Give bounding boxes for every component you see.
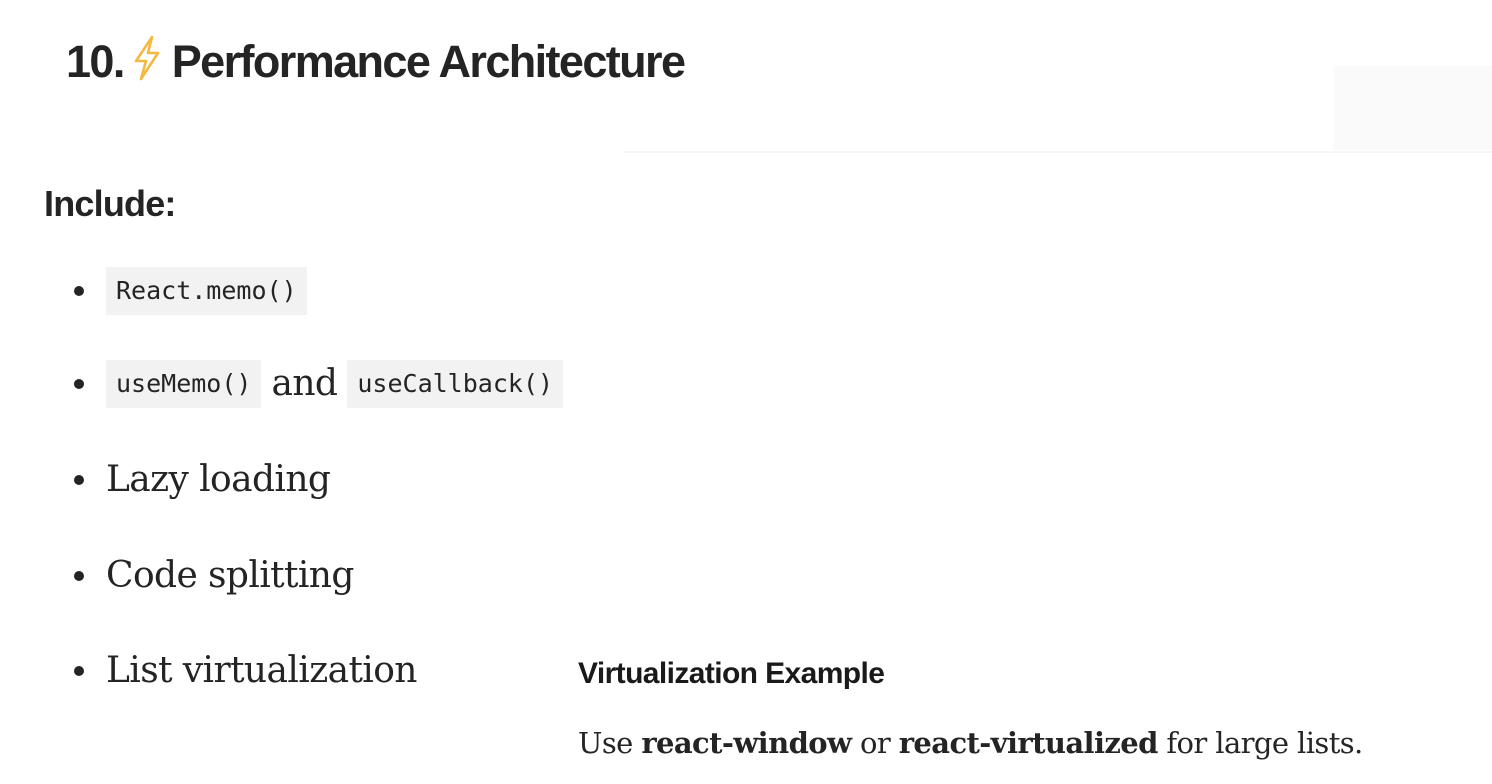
list-item: List virtualization xyxy=(74,643,417,699)
divider xyxy=(624,151,1492,153)
section-number: 10. xyxy=(66,36,125,87)
bullet xyxy=(74,379,84,389)
lightning-bolt-icon xyxy=(130,34,164,81)
list-item-text: Lazy loading xyxy=(106,459,331,500)
section-heading: 10. Performance Architecture xyxy=(66,30,686,94)
bullet xyxy=(74,571,84,581)
inline-code: useMemo() xyxy=(106,360,262,408)
library-name: react-virtualized xyxy=(898,726,1159,760)
example-middle: or xyxy=(851,726,899,760)
section-title: Performance Architecture xyxy=(171,36,686,87)
list-item-text: List virtualization xyxy=(106,650,417,691)
list-item: Lazy loading xyxy=(74,452,331,508)
list-item: useMemo() and useCallback() xyxy=(74,356,564,412)
list-item-text: Code splitting xyxy=(106,555,354,596)
list-item: React.memo() xyxy=(74,263,307,319)
example-suffix: for large lists. xyxy=(1157,726,1363,760)
bullet xyxy=(74,475,84,485)
inline-code: React.memo() xyxy=(106,267,307,315)
bullet xyxy=(74,666,84,676)
inline-code: useCallback() xyxy=(347,360,564,408)
include-heading: Include: xyxy=(44,183,176,224)
example-title: Virtualization Example xyxy=(578,657,885,690)
list-item-connector: and xyxy=(271,363,338,404)
library-name: react-window xyxy=(641,726,852,760)
example-description: Use react-window or react-virtualized fo… xyxy=(578,718,1363,768)
bullet xyxy=(74,286,84,296)
list-item: Code splitting xyxy=(74,548,354,604)
background-panel xyxy=(1334,66,1492,150)
example-prefix: Use xyxy=(578,726,642,760)
